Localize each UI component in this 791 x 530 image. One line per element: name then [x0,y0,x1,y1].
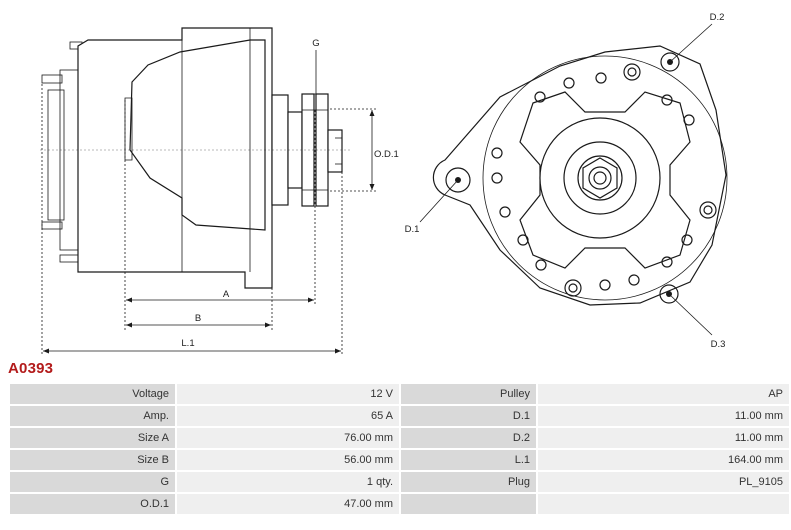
specification-table: Voltage 12 V Pulley AP Amp. 65 A D.1 11.… [8,382,791,516]
label-d3: D.3 [711,339,726,350]
spec-label: Amp. [10,406,175,426]
table-row: O.D.1 47.00 mm [10,494,789,514]
spec-value: 47.00 mm [177,494,399,514]
spec-value: AP [538,384,789,404]
table-row: Size A 76.00 mm D.2 11.00 mm [10,428,789,448]
spec-value: 164.00 mm [538,450,789,470]
product-code: A0393 [8,360,54,377]
spec-label [401,494,536,514]
spec-value: 76.00 mm [177,428,399,448]
spec-label: Size A [10,428,175,448]
spec-label: D.1 [401,406,536,426]
spec-label: Voltage [10,384,175,404]
spec-value [538,494,789,514]
table-row: Size B 56.00 mm L.1 164.00 mm [10,450,789,470]
label-b: B [195,313,201,324]
table-row: Voltage 12 V Pulley AP [10,384,789,404]
spec-value: 1 qty. [177,472,399,492]
spec-label: Plug [401,472,536,492]
spec-label: L.1 [401,450,536,470]
label-d2: D.2 [710,12,725,23]
label-a: A [223,289,230,300]
spec-value: 56.00 mm [177,450,399,470]
label-l1: L.1 [181,338,194,349]
spec-value: 11.00 mm [538,428,789,448]
alternator-technical-drawing: G O.D.1 A B L.1 [40,12,728,356]
spec-label: G [10,472,175,492]
label-od1: O.D.1 [374,149,399,160]
label-g: G [312,38,319,49]
table-row: G 1 qty. Plug PL_9105 [10,472,789,492]
dimension-lines [41,50,376,356]
spec-label: O.D.1 [10,494,175,514]
label-d1: D.1 [405,224,420,235]
spec-label: Size B [10,450,175,470]
spec-label: Pulley [401,384,536,404]
spec-label: D.2 [401,428,536,448]
spec-value: PL_9105 [538,472,789,492]
table-row: Amp. 65 A D.1 11.00 mm [10,406,789,426]
spec-value: 65 A [177,406,399,426]
alternator-front-view [419,23,728,336]
alternator-side-view [40,27,352,289]
spec-value: 11.00 mm [538,406,789,426]
spec-value: 12 V [177,384,399,404]
